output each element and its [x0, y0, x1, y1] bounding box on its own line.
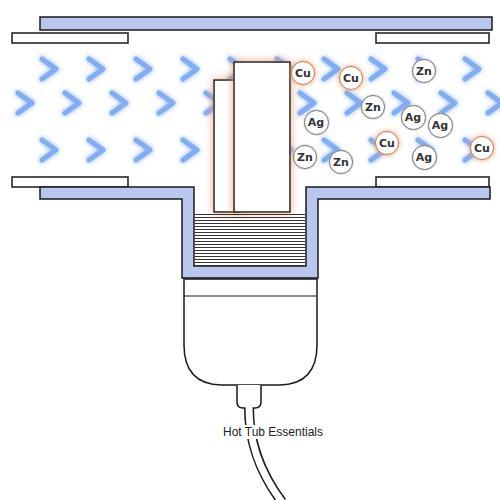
flow-chevron — [488, 93, 500, 113]
flow-chevron — [324, 59, 338, 79]
pipe-flange — [376, 177, 489, 187]
ion-circle: Ag — [412, 145, 437, 170]
ion-symbol: Zn — [416, 66, 432, 77]
pipe-flange — [12, 177, 128, 187]
flow-chevron — [89, 140, 103, 160]
ion-circle: Cu — [291, 61, 315, 85]
flow-chevron — [347, 93, 361, 113]
ion-symbol: Cu — [343, 73, 359, 84]
flow-chevron — [136, 140, 150, 160]
pipe-wall — [40, 17, 492, 30]
flow-chevron — [18, 93, 32, 113]
ion-symbol: Cu — [474, 143, 490, 154]
watermark-text: Hot Tub Essentials — [221, 425, 325, 439]
pipe-flange — [376, 33, 489, 43]
flow-chevron — [65, 93, 79, 113]
ion-circle: Zn — [293, 145, 317, 169]
flow-chevron — [159, 93, 173, 113]
ion-symbol: Ag — [308, 117, 324, 128]
flow-chevron — [42, 140, 56, 160]
ion-circle: Ag — [401, 105, 426, 130]
flow-chevron — [465, 59, 479, 79]
ion-circle: Cu — [375, 131, 399, 155]
ion-circle: Cu — [470, 136, 494, 160]
ion-symbol: Ag — [416, 152, 432, 163]
flow-chevron — [371, 59, 385, 79]
ion-circle: Zn — [361, 95, 385, 119]
ion-circle: Ag — [428, 113, 453, 138]
ion-circle: Cu — [339, 66, 363, 90]
cable-gland — [237, 385, 261, 408]
screw-thread — [195, 214, 305, 266]
ionizer-housing — [184, 279, 317, 385]
ion-circle: Ag — [304, 110, 329, 135]
ion-symbol: Zn — [333, 157, 349, 168]
electrode-plate — [234, 62, 290, 212]
flow-chevron — [42, 59, 56, 79]
ion-circle: Zn — [329, 150, 353, 174]
housing-rim — [184, 295, 317, 296]
power-cable — [249, 408, 282, 500]
power-cable — [249, 407, 282, 500]
ion-symbol: Zn — [297, 152, 313, 163]
ion-symbol: Ag — [432, 120, 448, 131]
flow-chevron — [441, 93, 455, 113]
pipe-flange — [12, 33, 128, 43]
flow-chevron — [183, 59, 197, 79]
ion-symbol: Cu — [295, 68, 311, 79]
ion-circle: Zn — [412, 59, 436, 83]
flow-chevron — [183, 140, 197, 160]
flow-chevron — [112, 93, 126, 113]
flow-chevron — [136, 59, 150, 79]
flow-chevron — [89, 59, 103, 79]
ion-symbol: Cu — [379, 138, 395, 149]
ion-symbol: Ag — [405, 112, 421, 123]
ion-symbol: Zn — [365, 102, 381, 113]
